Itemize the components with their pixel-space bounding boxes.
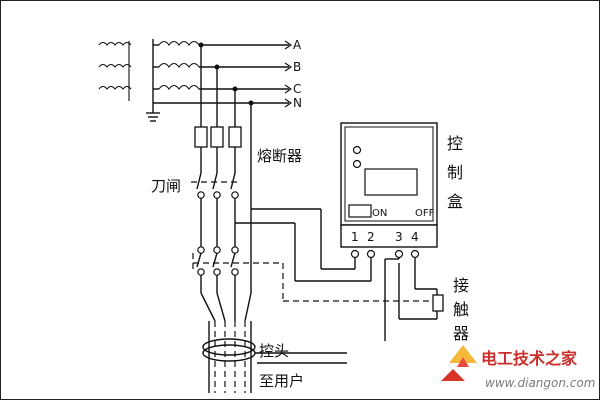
terminal-2: 2 — [367, 230, 375, 244]
knife-switch — [191, 172, 239, 247]
output-conductors — [200, 275, 252, 393]
to-user-label: 至用户 — [259, 372, 304, 390]
terminal-3: 3 — [395, 230, 403, 244]
knife-switch-label: 刀闸 — [151, 177, 181, 195]
phase-lines — [153, 40, 292, 108]
contactor-label-3: 器 — [453, 324, 469, 343]
contactor-label-1: 接 — [453, 276, 469, 295]
watermark-brand: 电工技术之家 — [481, 349, 578, 368]
off-label: OFF — [415, 208, 435, 219]
terminal-4: 4 — [411, 230, 419, 244]
phase-label-b: B — [293, 60, 301, 74]
tap-label: 控头 — [259, 342, 289, 360]
control-box-label-2: 制 — [447, 163, 463, 182]
phase-label-a: A — [293, 38, 302, 52]
cable-tap-ring — [202, 338, 347, 362]
control-box-label-3: 盒 — [447, 192, 463, 211]
contactor-label-2: 触 — [453, 300, 469, 319]
fuse-label: 熔断器 — [257, 147, 302, 165]
transformer-primary — [98, 41, 132, 101]
fuses — [194, 126, 242, 173]
watermark-logo — [441, 345, 477, 381]
transformer-secondary — [146, 39, 200, 122]
phase-label-n: N — [293, 96, 302, 110]
terminal-1: 1 — [351, 230, 359, 244]
phase-label-c: C — [293, 82, 301, 96]
watermark-url: www.diangon.com — [485, 376, 595, 390]
on-label: ON — [372, 208, 387, 219]
control-box-label-1: 控 — [447, 134, 463, 153]
control-wiring — [235, 208, 444, 341]
control-box — [340, 122, 438, 259]
vertical-conductors — [200, 45, 252, 293]
